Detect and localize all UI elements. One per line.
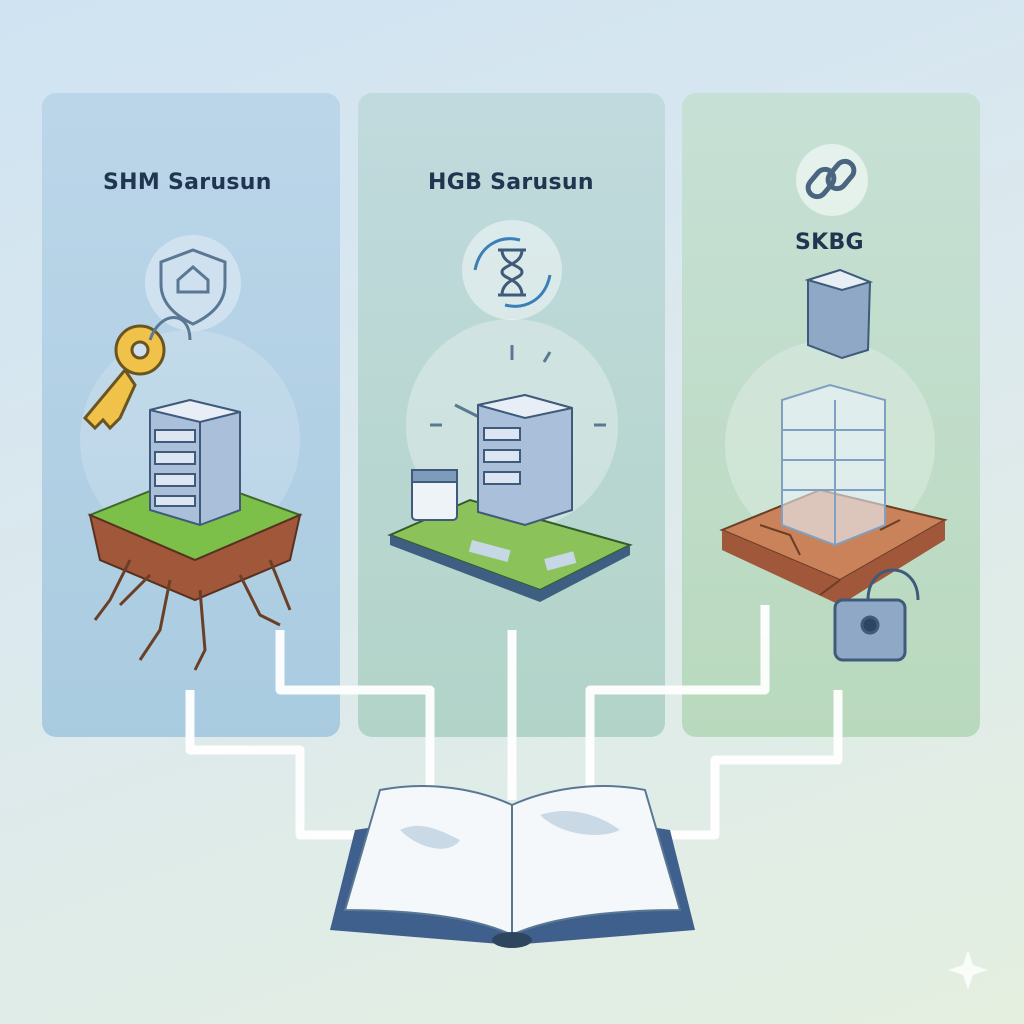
- hgb-art: [387, 220, 633, 602]
- hourglass-cycle-icon: [473, 237, 552, 308]
- chain-link-icon: [805, 158, 857, 200]
- calendar-icon: [411, 469, 458, 521]
- connector-lines: [185, 605, 843, 840]
- clock-ticks: [430, 345, 606, 427]
- panel-title-hgb: HGB Sarusun: [428, 170, 594, 195]
- sparkle-icon: [948, 950, 988, 990]
- skbg-art: [719, 144, 948, 662]
- glass-building-icon: [781, 383, 886, 547]
- building-icon: [477, 393, 573, 527]
- panel-title-skbg: SKBG: [795, 230, 864, 255]
- shm-art: [80, 235, 303, 671]
- broken-padlock-icon: [833, 568, 920, 662]
- open-book-icon: [330, 785, 695, 948]
- building-icon: [149, 398, 241, 527]
- panel-title-shm: SHM Sarusun: [103, 170, 272, 195]
- shield-house-icon: [159, 248, 227, 326]
- small-building-icon: [804, 268, 874, 360]
